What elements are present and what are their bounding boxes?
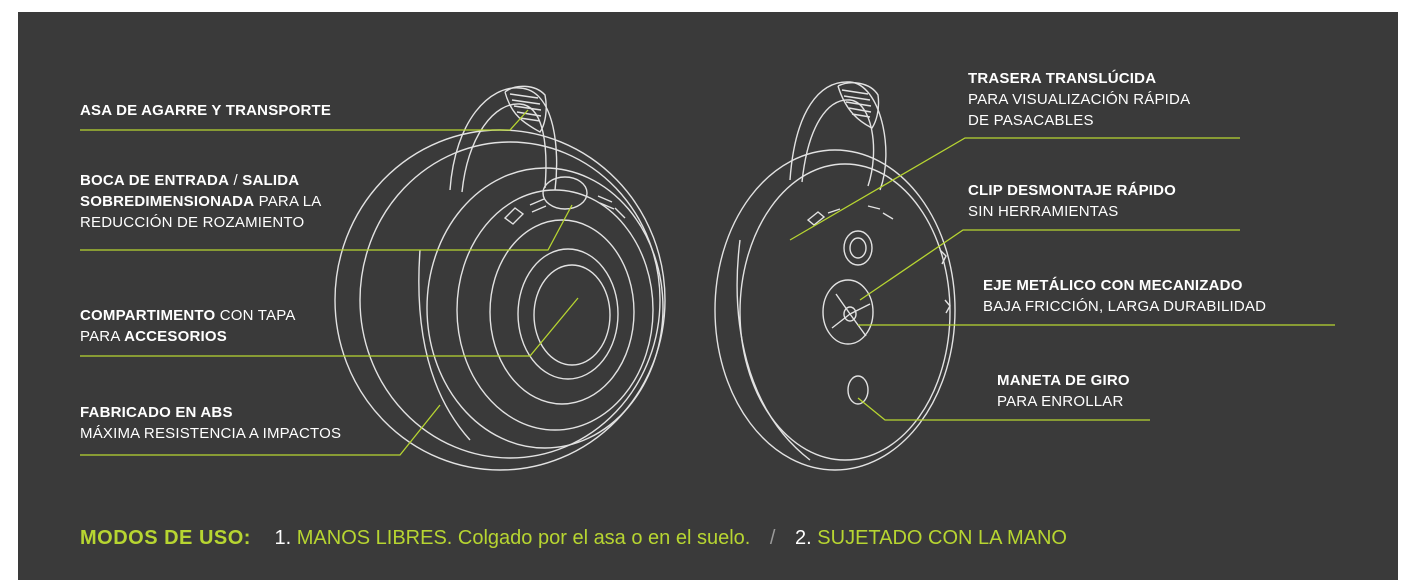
callout-text: PARA ENROLLAR xyxy=(997,393,1124,410)
mode-2-number: 2. xyxy=(795,527,812,549)
callout-bold-text: EJE METÁLICO CON MECANIZADO xyxy=(983,277,1243,294)
callout-text: MÁXIMA RESISTENCIA A IMPACTOS xyxy=(80,425,342,442)
callout-text: CON TAPA xyxy=(215,307,296,324)
reel-front-image xyxy=(334,85,666,471)
callout-line: MÁXIMA RESISTENCIA A IMPACTOS xyxy=(80,423,341,444)
right-callout-3: EJE METÁLICO CON MECANIZADO BAJA FRICCIÓN… xyxy=(983,275,1266,317)
callout-bold-text: SALIDA xyxy=(242,172,300,189)
leader-lines xyxy=(80,109,1335,456)
right-callout-1: TRASERA TRANSLÚCIDA PARA VISUALIZACIÓN RÁ… xyxy=(968,68,1190,131)
callout-bold-text: COMPARTIMENTO xyxy=(80,307,216,324)
leader-left-2 xyxy=(80,204,573,251)
callout-line: MANETA DE GIRO xyxy=(997,370,1130,391)
leader-right-1 xyxy=(789,137,1240,241)
mode-1-number: 1. xyxy=(274,527,292,549)
callout-bold-text: CLIP DESMONTAJE RÁPIDO xyxy=(968,182,1177,199)
callout-bold-text: ACCESORIOS xyxy=(124,328,227,345)
callout-bold-text: SOBREDIMENSIONADA xyxy=(80,193,255,210)
callout-line: COMPARTIMENTO CON TAPA xyxy=(80,305,296,326)
callout-text: / xyxy=(229,172,243,189)
callout-line: REDUCCIÓN DE ROZAMIENTO xyxy=(80,212,321,233)
leader-left-4 xyxy=(80,404,441,456)
mode-2-text: SUJETADO CON LA MANO xyxy=(817,527,1067,549)
callout-line: CLIP DESMONTAJE RÁPIDO xyxy=(968,180,1176,201)
leader-left-1 xyxy=(80,109,529,131)
reel-back-image xyxy=(714,81,956,471)
callout-line: SOBREDIMENSIONADA PARA LA xyxy=(80,191,321,212)
callout-line: TRASERA TRANSLÚCIDA xyxy=(968,68,1190,89)
callout-line: BAJA FRICCIÓN, LARGA DURABILIDAD xyxy=(983,296,1266,317)
callout-bold-text: FABRICADO EN ABS xyxy=(80,404,233,421)
callout-text: PARA VISUALIZACIÓN RÁPIDA xyxy=(968,91,1191,108)
callout-line: EJE METÁLICO CON MECANIZADO xyxy=(983,275,1266,296)
callout-bold-text: TRASERA TRANSLÚCIDA xyxy=(968,70,1157,87)
left-callout-4: FABRICADO EN ABS MÁXIMA RESISTENCIA A IMP… xyxy=(80,402,341,444)
callout-bold-text: ASA DE AGARRE Y TRANSPORTE xyxy=(80,102,332,119)
callout-line: FABRICADO EN ABS xyxy=(80,402,341,423)
usage-modes-label: MODOS DE USO: xyxy=(80,527,251,549)
callout-line: SIN HERRAMIENTAS xyxy=(968,201,1176,222)
leader-right-2 xyxy=(859,229,1240,301)
callout-line: DE PASACABLES xyxy=(968,110,1190,131)
callout-line: PARA VISUALIZACIÓN RÁPIDA xyxy=(968,89,1190,110)
callout-line: PARA ACCESORIOS xyxy=(80,326,296,347)
callout-text: REDUCCIÓN DE ROZAMIENTO xyxy=(80,214,305,231)
callout-bold-text: MANETA DE GIRO xyxy=(997,372,1130,389)
callout-line: PARA ENROLLAR xyxy=(997,391,1130,412)
callout-text: PARA LA xyxy=(254,193,322,210)
callout-text: BAJA FRICCIÓN, LARGA DURABILIDAD xyxy=(983,298,1267,315)
right-callout-2: CLIP DESMONTAJE RÁPIDO SIN HERRAMIENTAS xyxy=(968,180,1176,222)
left-callout-1: ASA DE AGARRE Y TRANSPORTE xyxy=(80,100,331,121)
callout-text: PARA xyxy=(80,328,125,345)
mode-1-text: MANOS LIBRES. Colgado por el asa o en el… xyxy=(296,527,751,549)
callout-text: SIN HERRAMIENTAS xyxy=(968,203,1119,220)
leader-right-4 xyxy=(857,397,1150,421)
usage-modes: MODOS DE USO: 1. MANOS LIBRES. Colgado p… xyxy=(80,527,1067,550)
callout-line: ASA DE AGARRE Y TRANSPORTE xyxy=(80,100,331,121)
feature-panel xyxy=(18,12,1398,580)
right-callout-4: MANETA DE GIRO PARA ENROLLAR xyxy=(997,370,1130,412)
callout-text: DE PASACABLES xyxy=(968,112,1094,129)
callout-line: BOCA DE ENTRADA / SALIDA xyxy=(80,170,321,191)
mode-separator: / xyxy=(769,527,776,549)
leader-left-3 xyxy=(80,297,579,357)
callout-bold-text: BOCA DE ENTRADA xyxy=(80,172,230,189)
